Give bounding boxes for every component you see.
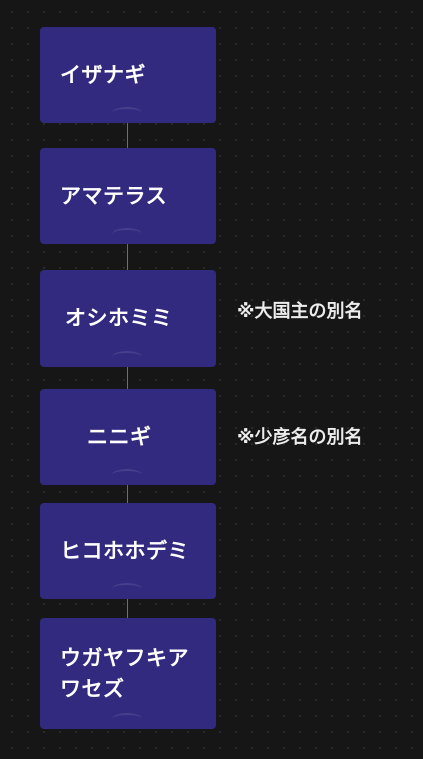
node-ninigi[interactable]: ニニギ [40,389,216,485]
node-hikohohodemi[interactable]: ヒコホホデミ [40,503,216,599]
node-label: オシホミミ [65,306,173,330]
node-ugayafukiaezu[interactable]: ウガヤフキアワセズ [40,618,216,729]
node-amaterasu[interactable]: アマテラス [40,148,216,244]
edge-izanagi-amaterasu [127,123,128,148]
edge-amaterasu-oshihomimi [127,244,128,270]
edge-oshihomimi-ninigi [127,367,128,389]
note-sukunahikona-alias[interactable]: ※少彦名の別名 [237,427,363,448]
note-okuninushi-alias[interactable]: ※大国主の別名 [237,301,363,322]
node-label: ウガヤフキアワセズ [60,645,189,701]
node-oshihomimi[interactable]: オシホミミ [40,270,216,367]
connection-handle[interactable] [112,351,142,363]
connection-handle[interactable] [112,228,142,240]
node-label: イザナギ [60,62,146,87]
edge-ninigi-hikohohodemi [127,485,128,503]
connection-handle[interactable] [112,713,142,725]
node-label: ニニギ [87,424,152,449]
connection-handle[interactable] [112,107,142,119]
node-label: ヒコホホデミ [60,538,189,563]
edge-hikohohodemi-ugayafukiaezu [127,599,128,618]
connection-handle[interactable] [112,583,142,595]
connection-handle[interactable] [112,469,142,481]
node-izanagi[interactable]: イザナギ [40,27,216,123]
node-label: アマテラス [60,183,168,208]
